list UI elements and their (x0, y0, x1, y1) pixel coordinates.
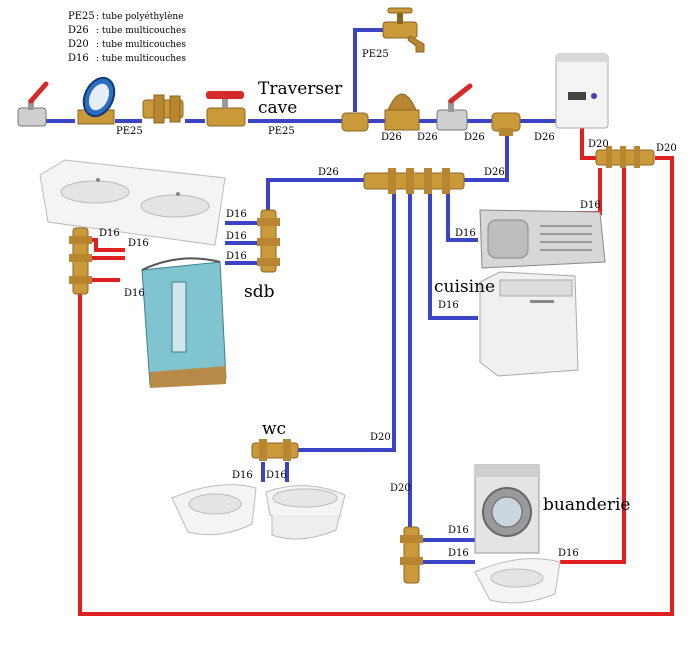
manifold-icon (251, 439, 299, 461)
manifold-icon (257, 209, 280, 273)
label-d26-f: D26 (484, 167, 505, 178)
label-d26-e: D26 (318, 167, 339, 178)
label-wc: wc (262, 419, 286, 439)
label-d20-boiler: D20 (588, 139, 609, 150)
label-cave: cave (258, 98, 297, 118)
manifold-icon (595, 146, 655, 168)
legend-code-3: D20 (68, 39, 89, 50)
ball-valve-icon (17, 81, 49, 127)
label-d26-b: D26 (417, 132, 438, 143)
toilet-icon (265, 485, 346, 540)
legend-code-1: PE25 (68, 11, 95, 22)
label-d16-sdb-3: D16 (226, 251, 247, 262)
label-d20-right: D20 (656, 143, 677, 154)
shower-cabin-icon (141, 257, 227, 388)
pipe-d26-sdb (266, 178, 368, 212)
pipe-pe25-tap (353, 28, 385, 112)
room-labels: Traverser cave sdb cuisine wc buanderie (244, 79, 630, 515)
legend-code-2: D26 (68, 25, 89, 36)
label-d16-boiler: D16 (580, 200, 601, 211)
kitchen-sink-icon (479, 209, 606, 269)
brass-fitting-icon (142, 94, 184, 124)
tee-fitting-icon (491, 112, 521, 136)
manifold-icon (363, 168, 465, 194)
label-buanderie: buanderie (543, 495, 630, 515)
cold-water-pipes (40, 28, 560, 564)
pipe-d16-sink (446, 192, 478, 242)
label-d16-wc-1: D16 (232, 470, 253, 481)
legend-desc-1: : tube polyéthylène (96, 11, 184, 22)
manifold-icon (400, 526, 423, 584)
pressure-reducer-icon (384, 93, 420, 131)
label-d26-a: D26 (381, 132, 402, 143)
label-d26-c: D26 (464, 132, 485, 143)
manifold-icon (69, 227, 92, 295)
label-d16-shower-1: D16 (99, 228, 120, 239)
label-pe25-a: PE25 (116, 126, 143, 137)
pipe-d20-loop (78, 156, 674, 616)
label-d16-shower-2: D16 (128, 238, 149, 249)
label-d16-laundry-1: D16 (448, 525, 469, 536)
legend: PE25 : tube polyéthylène D26 : tube mult… (68, 11, 186, 64)
pipe-d16-shower-1 (88, 238, 125, 252)
pipe-d16-dishwasher (428, 192, 478, 320)
legend-desc-2: : tube multicouches (96, 26, 186, 36)
washing-machine-icon (474, 464, 540, 554)
label-d20-laundry: D20 (390, 483, 411, 494)
label-d16-sdb-1: D16 (226, 209, 247, 220)
legend-desc-4: : tube multicouches (96, 54, 186, 64)
label-d26-d: D26 (534, 132, 555, 143)
boiler-icon (555, 53, 609, 129)
tap-icon (382, 7, 425, 53)
ball-valve-icon (206, 91, 246, 127)
label-cuisine: cuisine (434, 277, 495, 297)
label-sdb: sdb (244, 282, 275, 302)
washbasin-icon (171, 484, 257, 536)
label-d16-wc-2: D16 (266, 470, 287, 481)
legend-code-4: D16 (68, 53, 89, 64)
label-d16-shower-3: D16 (124, 288, 145, 299)
pipe-d20-wc (287, 192, 396, 452)
label-d16-laundry-3: D16 (558, 548, 579, 559)
label-d16-sink: D16 (455, 228, 476, 239)
ball-valve-icon (436, 83, 473, 131)
label-pe25-c: PE25 (362, 49, 389, 60)
pipe-labels: PE25 PE25 PE25 D26 D26 D26 D26 D26 D26 D… (99, 49, 677, 559)
label-pe25-b: PE25 (268, 126, 295, 137)
double-sink-icon (39, 159, 226, 246)
water-meter-icon (77, 76, 116, 125)
pipe-d16-laundry-hot (560, 168, 626, 564)
label-traverser: Traverser (258, 79, 343, 99)
label-d16-sdb-2: D16 (226, 231, 247, 242)
label-d20-wc: D20 (370, 432, 391, 443)
tee-fitting-icon (341, 112, 369, 132)
washbasin-icon (474, 558, 561, 604)
legend-desc-3: : tube multicouches (96, 40, 186, 50)
dishwasher-icon (479, 271, 579, 377)
label-d16-dishwasher: D16 (438, 300, 459, 311)
pipe-d26-manifold (462, 132, 509, 182)
label-d16-laundry-2: D16 (448, 548, 469, 559)
